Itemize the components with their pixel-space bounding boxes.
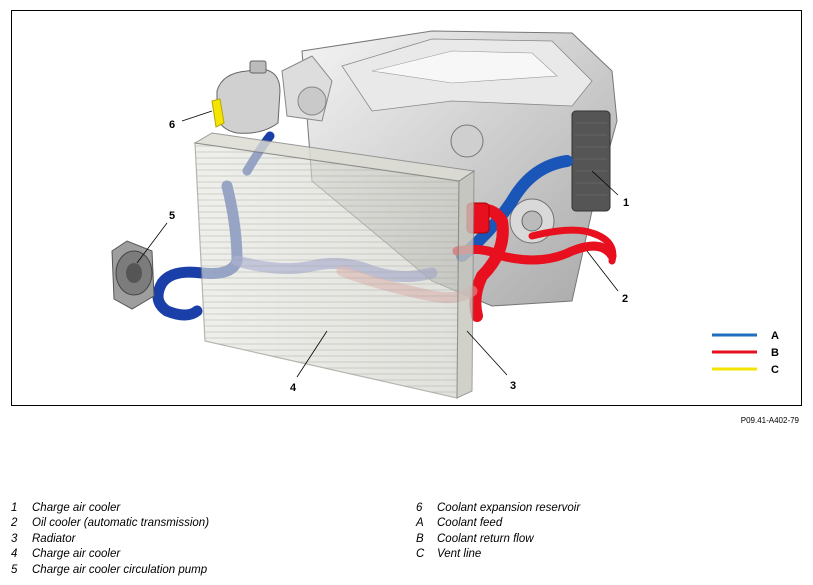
callout-6: 6 [169,119,175,131]
callout-3: 3 [510,380,516,392]
key-id: 4 [11,548,18,561]
radiator [193,132,476,399]
callout-5: 5 [169,210,175,222]
key-id: C [416,548,425,561]
figure-id: P09.41-A402-79 [740,416,799,425]
key-text: Coolant expansion reservoir [437,501,581,514]
key-item: 4 Charge air cooler [11,547,209,563]
engine-cooling-illustration: 1 2 3 4 5 6 A B C [111,30,779,399]
key-text: Oil cooler (automatic transmission) [32,517,210,530]
key-item: A Coolant feed [416,516,580,532]
key-text: Charge air cooler [32,501,121,514]
legend: A B C [712,330,779,376]
key-item: 2 Oil cooler (automatic transmission) [11,516,209,532]
key-item: 5 Charge air cooler circulation pump [11,562,209,578]
callout-1: 1 [623,197,629,209]
legend-label-c: C [771,364,779,376]
key-item: C Vent line [416,547,580,563]
key-item: 1 Charge air cooler [11,500,209,516]
illustration-frame: 1 2 3 4 5 6 A B C [11,10,802,406]
key-id: 3 [11,532,18,545]
key-id: 5 [11,563,18,576]
key-id: 2 [11,517,18,530]
key-text: Coolant return flow [437,532,534,545]
key-item: 6 Coolant expansion reservoir [416,500,580,516]
key-item: 3 Radiator [11,531,209,547]
coolant-expansion-reservoir [211,60,281,134]
key-text: Charge air cooler circulation pump [32,563,208,576]
key-id: B [416,532,424,545]
key-text: Radiator [32,532,76,545]
legend-label-b: B [771,347,779,359]
callout-leaders [136,110,619,378]
charge-air-cooler-circulation-pump [111,240,155,310]
key-item: B Coolant return flow [416,531,580,547]
callout-4: 4 [290,382,297,394]
key-id: A [416,517,424,530]
key-list-right: 6 Coolant expansion reservoir A Coolant fe… [416,500,580,562]
key-id: 1 [11,501,18,514]
callout-2: 2 [622,293,628,305]
key-text: Vent line [437,548,482,561]
key-id: 6 [416,501,423,514]
key-text: Charge air cooler [32,548,121,561]
legend-label-a: A [771,330,779,342]
key-text: Coolant feed [437,517,503,530]
